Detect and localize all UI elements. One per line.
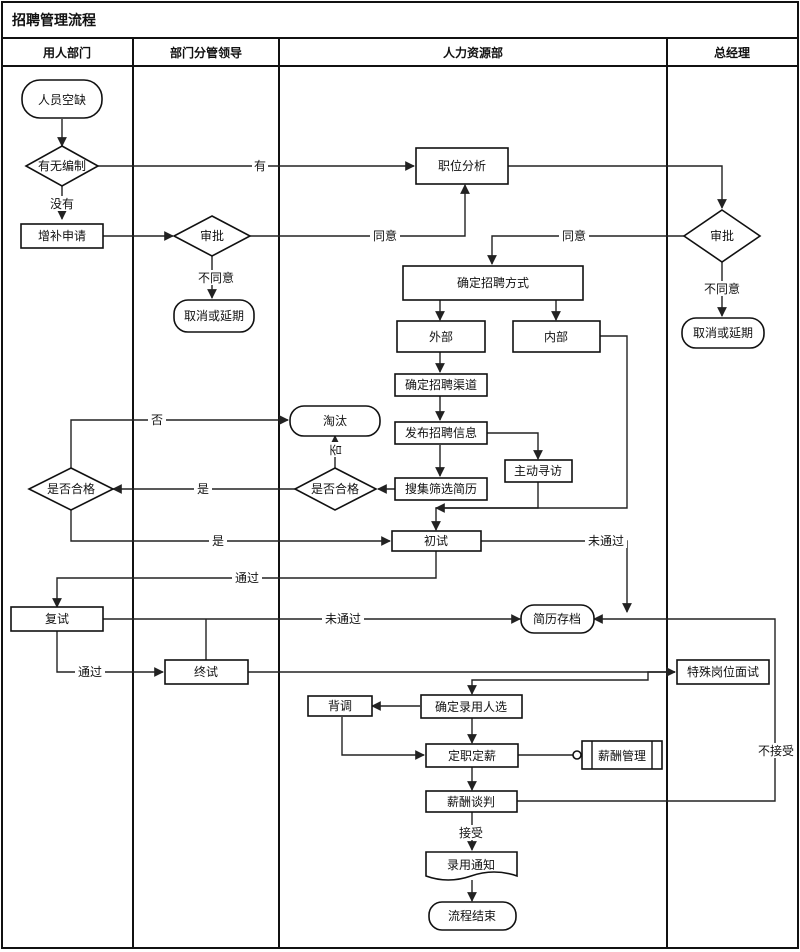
node-cancel1: 取消或延期 [173, 299, 255, 333]
edge-publish-visit [487, 432, 543, 460]
node-approve1-label: 审批 [200, 228, 224, 243]
edge-pass2 [56, 631, 164, 677]
lane-header-hr: 人力资源部 [443, 45, 503, 60]
node-collect-label: 搜集筛选简历 [405, 481, 477, 496]
node-qualify-hr-label: 是否合格 [311, 481, 359, 496]
label-disagree2: 不同意 [704, 281, 740, 296]
node-qualify-hr-decision: 是否合格 [293, 467, 378, 511]
node-archive-label: 简历存档 [533, 612, 581, 626]
node-special-interview: 特殊岗位面试 [676, 659, 770, 685]
node-quota-label: 有无编制 [38, 158, 86, 173]
node-start: 人员空缺 [21, 79, 103, 119]
label-yes-dept: 是 [212, 534, 224, 548]
node-eliminate-label: 淘汰 [323, 414, 347, 428]
node-notice-label: 录用通知 [447, 858, 495, 872]
node-cancel2-label: 取消或延期 [693, 326, 753, 340]
edge-background-salaryset [341, 717, 425, 760]
node-special-label: 特殊岗位面试 [687, 664, 759, 679]
lane-header-gm: 总经理 [714, 45, 750, 60]
label-pass2: 通过 [78, 665, 102, 679]
edge-no-dept [70, 415, 289, 468]
edge-agree2 [487, 235, 684, 265]
label-none: 没有 [50, 196, 74, 211]
node-salaryset-label: 定职定薪 [448, 748, 496, 763]
node-end-label: 流程结束 [448, 908, 496, 923]
node-cancel1-label: 取消或延期 [184, 309, 244, 323]
node-select: 确定录用人选 [420, 694, 523, 719]
node-quota-decision: 有无编制 [24, 145, 100, 187]
lane-header-dept-leader: 部门分管领导 [170, 45, 242, 60]
node-visit-label: 主动寻访 [514, 464, 562, 478]
node-end: 流程结束 [428, 901, 517, 931]
edge-yes-dept [70, 510, 391, 546]
edge-agree1 [250, 184, 470, 237]
node-publish: 发布招聘信息 [394, 421, 488, 445]
node-channel: 确定招聘渠道 [394, 373, 488, 397]
edge-reject [517, 614, 776, 802]
node-qualify-dept-label: 是否合格 [47, 481, 95, 496]
node-salary-mgmt: 薪酬管理 [581, 740, 663, 770]
node-start-label: 人员空缺 [38, 92, 86, 107]
label-yes-hr: 是 [197, 482, 209, 496]
label-reject: 不接受 [758, 743, 794, 758]
edge-fail1 [481, 540, 632, 613]
node-external: 外部 [396, 320, 486, 353]
edge-labels: 有 没有 同意 不同意 同意 不同意 否 是 否 是 通过 未通过 未通过 通过… [47, 158, 796, 840]
node-first-interview: 初试 [391, 530, 482, 552]
node-job-analysis: 职位分析 [415, 147, 509, 185]
label-agree2: 同意 [562, 228, 586, 243]
node-add-request: 增补申请 [20, 223, 104, 249]
label-no-dept: 否 [151, 413, 163, 427]
node-internal-label: 内部 [544, 329, 568, 344]
node-publish-label: 发布招聘信息 [405, 425, 477, 440]
node-cancel2: 取消或延期 [681, 317, 765, 349]
node-method-label: 确定招聘方式 [457, 275, 529, 290]
diagram-title: 招聘管理流程 [12, 12, 96, 29]
label-no-hr: 否 [329, 444, 343, 456]
node-approve2-decision: 审批 [682, 209, 762, 263]
edge-internal-first [435, 335, 628, 513]
node-background: 背调 [307, 695, 373, 717]
label-fail1: 未通过 [588, 534, 624, 548]
edges [52, 119, 776, 902]
label-agree1: 同意 [373, 228, 397, 243]
node-final-interview: 终试 [164, 659, 249, 685]
node-first-label: 初试 [424, 533, 448, 548]
node-negotiate: 薪酬谈判 [425, 790, 518, 813]
label-disagree1: 不同意 [198, 270, 234, 285]
node-channel-label: 确定招聘渠道 [405, 377, 477, 392]
node-active-visit: 主动寻访 [504, 459, 573, 483]
node-second-label: 复试 [45, 611, 69, 626]
label-accept: 接受 [459, 825, 483, 840]
node-salary-set: 定职定薪 [425, 743, 519, 768]
node-collect: 搜集筛选简历 [394, 477, 488, 501]
lane-header-user-dept: 用人部门 [42, 45, 91, 60]
node-qualify-dept-decision: 是否合格 [27, 467, 115, 511]
label-have: 有 [254, 159, 266, 173]
label-fail2: 未通过 [325, 612, 361, 626]
node-jobanalysis-label: 职位分析 [438, 158, 486, 173]
node-offer-notice: 录用通知 [425, 851, 518, 881]
node-second-interview: 复试 [10, 606, 104, 632]
edge-to-select [467, 671, 675, 695]
node-final-label: 终试 [194, 664, 218, 679]
connector-circle [572, 750, 582, 760]
node-method: 确定招聘方式 [402, 265, 584, 301]
node-internal: 内部 [512, 320, 601, 353]
node-eliminate: 淘汰 [289, 405, 381, 437]
edge-to-gm [508, 165, 727, 209]
node-external-label: 外部 [429, 329, 453, 344]
label-pass1: 通过 [235, 571, 259, 585]
node-add-label: 增补申请 [38, 229, 86, 243]
node-archive: 简历存档 [520, 604, 595, 634]
node-background-label: 背调 [328, 699, 352, 713]
node-salarymgmt-label: 薪酬管理 [598, 748, 646, 763]
node-negotiate-label: 薪酬谈判 [447, 795, 495, 809]
node-approve1-decision: 审批 [172, 215, 252, 257]
node-select-label: 确定录用人选 [435, 699, 507, 714]
node-approve2-label: 审批 [710, 228, 734, 243]
